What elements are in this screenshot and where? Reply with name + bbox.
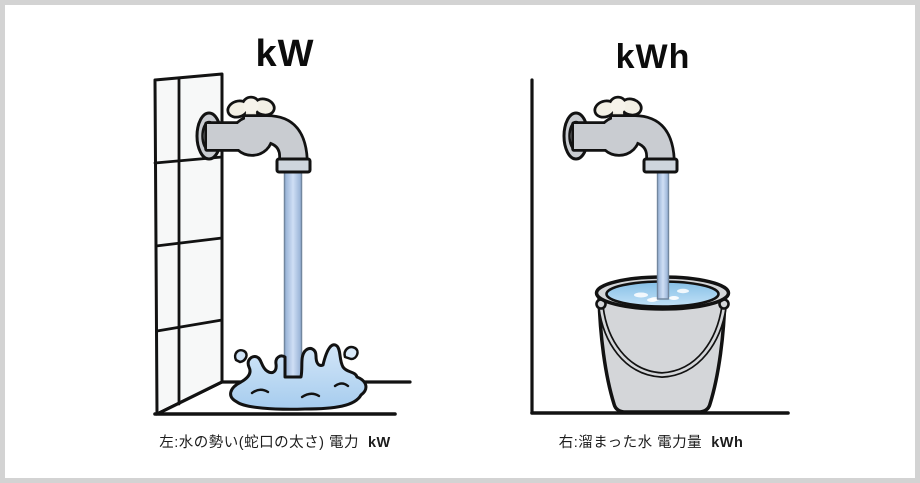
drop-icon bbox=[343, 345, 359, 361]
right-caption: 右:溜まった水 電力量 kWh bbox=[460, 431, 842, 452]
left-title: kW bbox=[255, 33, 315, 75]
left-caption-unit: kW bbox=[367, 435, 391, 451]
splash bbox=[229, 343, 368, 411]
water-stream-strong bbox=[283, 168, 303, 399]
right-title: kWh bbox=[615, 38, 691, 76]
bucket-icon bbox=[594, 275, 731, 414]
right-panel-art bbox=[530, 78, 790, 415]
left-panel-art bbox=[153, 72, 412, 416]
illustration bbox=[153, 72, 790, 416]
right-caption-unit: kWh bbox=[711, 435, 744, 451]
left-caption: 左:水の勢い(蛇口の太さ) 電力 kW bbox=[55, 431, 495, 452]
drop-icon bbox=[233, 349, 248, 364]
right-caption-text: 右:溜まった水 電力量 bbox=[558, 435, 703, 451]
faucet-icon bbox=[564, 99, 677, 173]
left-caption-text: 左:水の勢い(蛇口の太さ) 電力 bbox=[159, 435, 359, 451]
water-stream-thin bbox=[656, 168, 670, 300]
